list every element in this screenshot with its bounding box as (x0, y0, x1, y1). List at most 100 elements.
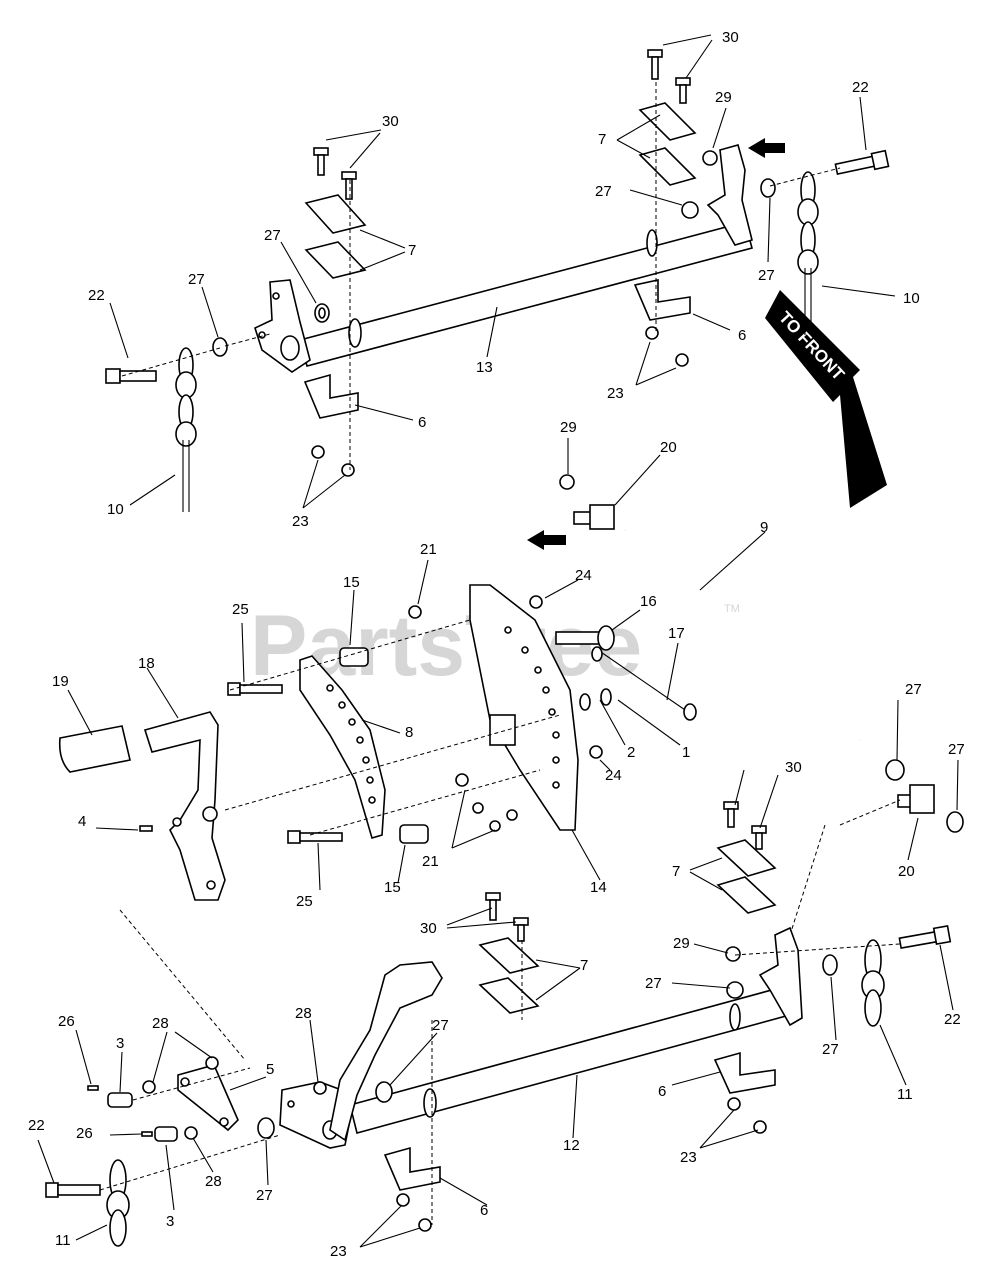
chain-11-right (861, 939, 885, 1027)
cotter-pin-26 (141, 1131, 153, 1137)
callout-20: 20 (898, 863, 915, 880)
washer-2 (579, 693, 591, 711)
callout-25: 25 (232, 601, 249, 618)
callout-11: 11 (897, 1086, 913, 1103)
bracket-6 (383, 1146, 441, 1191)
bracket-7 (478, 937, 540, 1014)
bolt-22 (898, 924, 952, 949)
nut-27 (946, 811, 964, 833)
callout-22: 22 (852, 79, 869, 96)
callout-19: 19 (52, 673, 69, 690)
callout-3: 3 (166, 1213, 174, 1230)
callout-29: 29 (560, 419, 577, 436)
callout-2: 2 (627, 744, 635, 761)
chain-10-right (797, 171, 819, 335)
callout-10: 10 (903, 290, 920, 307)
plate-8 (299, 655, 386, 839)
callout-27: 27 (188, 271, 205, 288)
callout-23: 23 (680, 1149, 697, 1166)
nut-23 (727, 1097, 741, 1111)
nut-23 (396, 1193, 410, 1207)
nut-27 (212, 337, 228, 357)
arm-boss (280, 335, 300, 361)
callout-9: 9 (760, 519, 768, 536)
callout-30: 30 (722, 29, 739, 46)
callout-27: 27 (432, 1017, 449, 1034)
callout-30: 30 (382, 113, 399, 130)
nut-27 (681, 201, 699, 219)
screw-21 (472, 802, 484, 814)
callout-6: 6 (418, 414, 426, 431)
callout-24: 24 (605, 767, 622, 784)
clevis-20 (573, 504, 615, 530)
spacer-15 (339, 647, 369, 667)
callout-26: 26 (58, 1013, 75, 1030)
screw-21 (408, 605, 422, 619)
pin-3 (107, 1092, 133, 1108)
callout-29: 29 (673, 935, 690, 952)
pin-16 (555, 625, 615, 651)
nut-23 (675, 353, 689, 367)
washer-28 (313, 1081, 327, 1095)
plate-8-holes (326, 684, 376, 804)
callout-7: 7 (408, 242, 416, 259)
direction-arrow-top (748, 138, 785, 158)
bolt-22 (834, 149, 890, 175)
spacer-15 (399, 824, 429, 844)
nut-27 (257, 1117, 275, 1139)
washer-28 (142, 1080, 156, 1094)
nut-27 (375, 1081, 393, 1103)
callout-16: 16 (640, 593, 657, 610)
callout-27: 27 (822, 1041, 839, 1058)
callout-6: 6 (658, 1083, 666, 1100)
watermark-tm: TM (724, 603, 740, 615)
bolt-22 (105, 368, 157, 384)
pin-3 (154, 1126, 178, 1142)
nut-27 (885, 759, 905, 781)
callout-30: 30 (420, 920, 437, 937)
bracket-7 (304, 194, 367, 279)
left-arm-top (254, 279, 311, 373)
spacer (489, 714, 516, 746)
callout-10: 10 (107, 501, 124, 518)
nut-23 (341, 463, 355, 477)
pad-19 (58, 725, 131, 773)
callout-27: 27 (264, 227, 281, 244)
callout-21: 21 (422, 853, 439, 870)
callout-27: 27 (645, 975, 662, 992)
bolt-25 (227, 682, 343, 844)
to-front-arrow: TO FRONT (765, 290, 887, 508)
callout-22: 22 (88, 287, 105, 304)
callout-8: 8 (405, 724, 413, 741)
clevis-20 (897, 784, 935, 814)
chain-10-left (175, 347, 197, 512)
callout-4: 4 (78, 813, 86, 830)
nut-23 (311, 445, 325, 459)
nut-27 (822, 954, 838, 976)
callout-22: 22 (944, 1011, 961, 1028)
callout-25: 25 (296, 893, 313, 910)
bracket-6 (713, 1051, 776, 1094)
washer-1 (600, 688, 612, 706)
callout-27: 27 (595, 183, 612, 200)
direction-arrow-mid (527, 530, 566, 550)
callout-12: 12 (563, 1137, 580, 1154)
callout-23: 23 (292, 513, 309, 530)
nut-23 (418, 1218, 432, 1232)
nut-27 (760, 178, 776, 198)
chain-11-left (106, 1159, 130, 1247)
callout-6: 6 (738, 327, 746, 344)
plate-14-holes (504, 626, 560, 789)
nut-29 (702, 150, 718, 166)
pin-4 (139, 825, 153, 832)
callout-24: 24 (575, 567, 592, 584)
callout-6: 6 (480, 1202, 488, 1219)
bolt-22 (45, 1182, 101, 1198)
callout-13: 13 (476, 359, 493, 376)
bracket-7 (716, 839, 777, 914)
callout-14: 14 (590, 879, 607, 896)
nut-24 (529, 595, 543, 609)
callout-22: 22 (28, 1117, 45, 1134)
link-5 (177, 1064, 239, 1132)
